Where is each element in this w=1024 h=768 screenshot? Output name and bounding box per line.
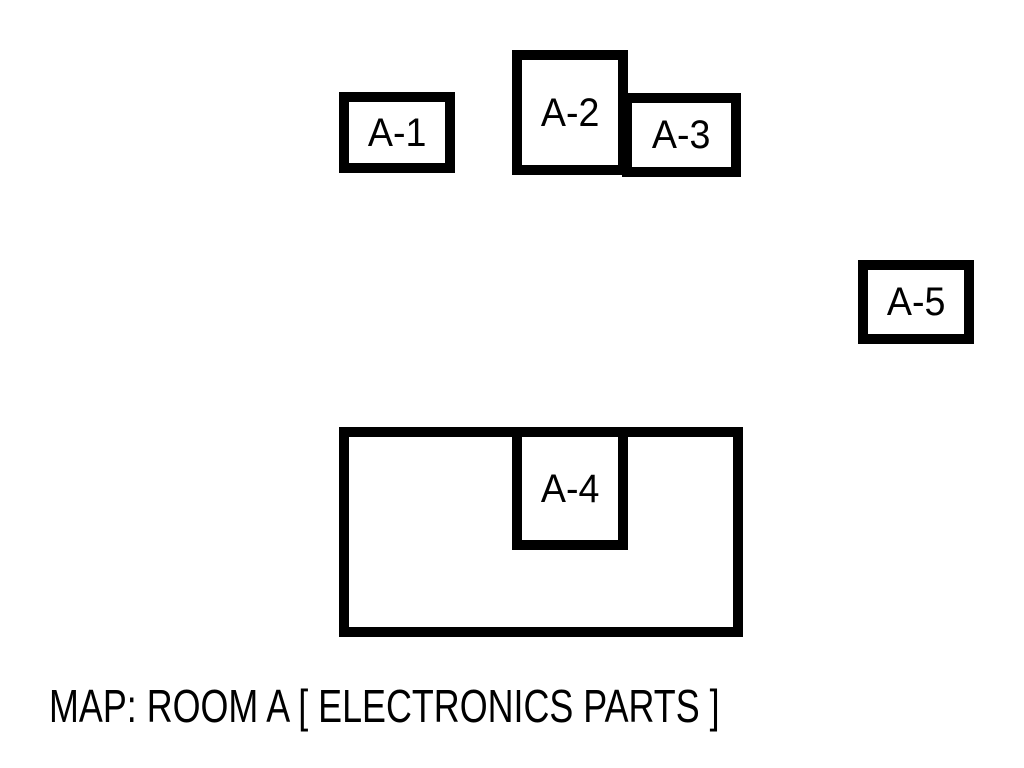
zone-label-a4: A-4 [540, 466, 600, 511]
zone-label-a1: A-1 [367, 110, 427, 155]
zone-box-a1: A-1 [339, 92, 455, 173]
zone-label-a2: A-2 [540, 90, 600, 135]
zone-label-a5: A-5 [886, 280, 946, 324]
zone-box-a3: A-3 [622, 93, 741, 177]
zone-box-a4: A-4 [512, 427, 628, 550]
map-title: MAP: ROOM A [ ELECTRONICS PARTS ] [49, 680, 720, 732]
zone-label-a3: A-3 [652, 113, 711, 157]
zone-box-a2: A-2 [512, 50, 628, 175]
zone-box-a5: A-5 [858, 260, 974, 344]
